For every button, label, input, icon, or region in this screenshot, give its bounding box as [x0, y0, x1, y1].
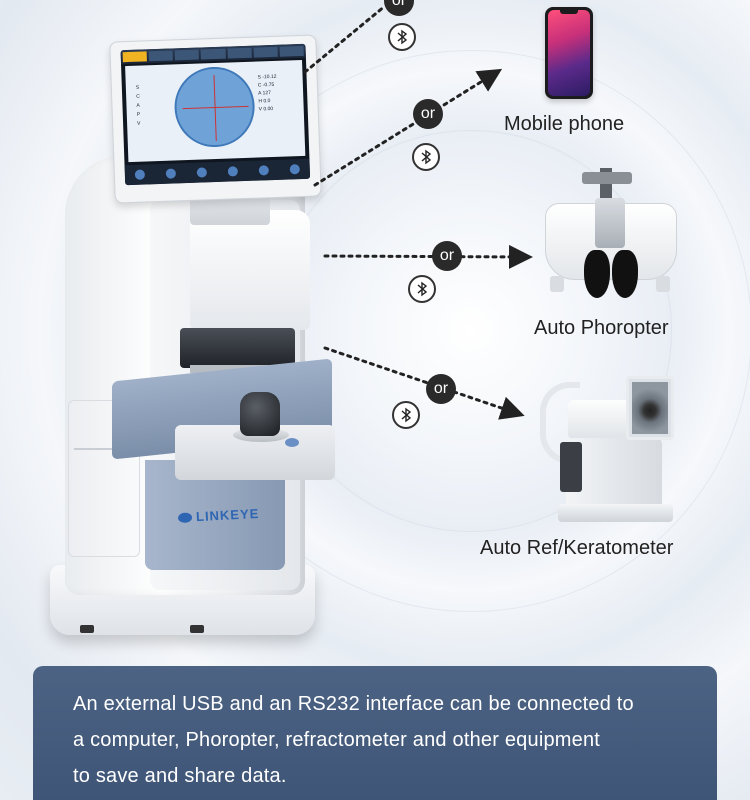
mobile-phone-image: [545, 7, 593, 99]
auto-ref-keratometer-image: [538, 372, 674, 524]
keratometer-screen: [626, 376, 674, 440]
device-foot: [190, 625, 204, 633]
bluetooth-icon: [388, 23, 416, 51]
auto-phoropter-image: [540, 168, 680, 303]
keratometer-body: [566, 438, 662, 514]
arrow-auto-phoropter: [323, 244, 533, 269]
device-side-slot: [74, 448, 132, 450]
device-button: [285, 438, 299, 447]
or-badge: or: [413, 99, 443, 129]
caption-line: An external USB and an RS232 interface c…: [73, 693, 634, 715]
caption-line: a computer, Phoropter, refractometer and…: [73, 729, 601, 751]
or-badge: or: [432, 241, 462, 271]
phoropter-foot: [656, 276, 670, 292]
phoropter-foot: [550, 276, 564, 292]
lensmeter-device: LINKEYE S C A P V: [40, 30, 340, 650]
caption-line: to save and share data.: [73, 765, 287, 787]
or-badge: or: [384, 0, 414, 16]
device-lens-holder: [180, 328, 295, 368]
device-knob: [240, 392, 280, 436]
keratometer-panel: [560, 442, 582, 492]
bluetooth-icon: [412, 143, 440, 171]
auto-phoropter-label: Auto Phoropter: [534, 317, 669, 339]
bluetooth-icon: [392, 401, 420, 429]
phone-screen: [548, 10, 590, 96]
arrow-auto-ref-keratometer: [323, 346, 525, 420]
device-foot: [80, 625, 94, 633]
phone-notch: [560, 10, 578, 14]
bluetooth-icon: [408, 275, 436, 303]
device-head: [190, 210, 310, 330]
phoropter-eyepiece: [584, 250, 610, 298]
arrow-mobile-phone: [313, 68, 503, 187]
keratometer-head: [568, 400, 632, 440]
or-badge: or: [426, 374, 456, 404]
phoropter-clamp: [582, 172, 632, 184]
arrow-top: [303, 4, 387, 74]
mobile-phone-label: Mobile phone: [504, 113, 625, 135]
phoropter-eyepiece: [612, 250, 638, 298]
auto-ref-keratometer-label: Auto Ref/Keratometer: [480, 537, 674, 559]
caption-box: An external USB and an RS232 interface c…: [33, 666, 717, 800]
keratometer-eye-image: [632, 382, 668, 434]
phoropter-center: [595, 198, 625, 248]
keratometer-base: [558, 504, 673, 522]
